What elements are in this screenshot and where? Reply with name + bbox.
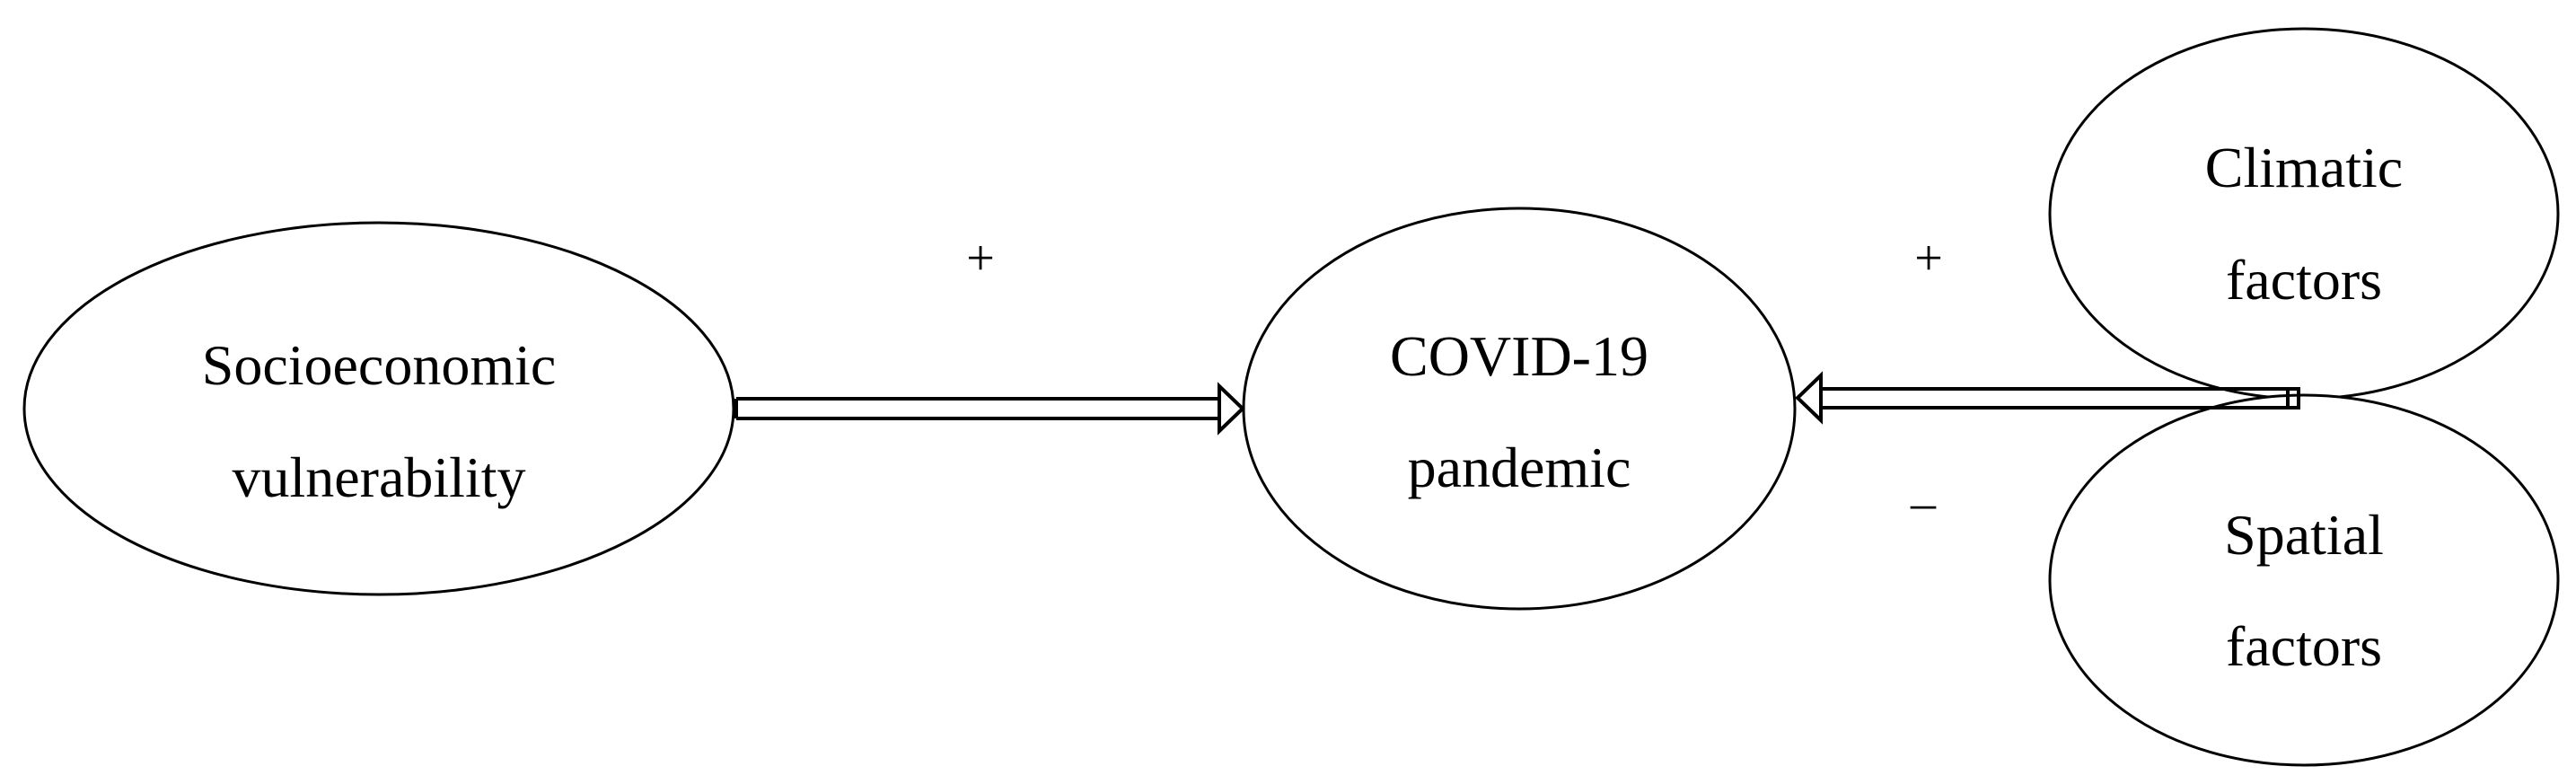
- spatial-effect-sign: –: [1910, 475, 1937, 531]
- spatial-label-line1: Spatial: [2224, 503, 2384, 567]
- socio-to-covid-arrow: [734, 382, 1245, 436]
- covid-label-line1: COVID-19: [1390, 324, 1648, 388]
- climatic-factors-node: [2048, 27, 2560, 401]
- climatic-effect-sign: +: [1914, 231, 1943, 286]
- factors-to-covid-arrow: [1795, 371, 2300, 425]
- climatic-label-line2: factors: [2226, 248, 2382, 312]
- covid-19-pandemic-node: [1242, 207, 1797, 611]
- spatial-label-line2: factors: [2226, 614, 2382, 678]
- socio-effect-sign: +: [966, 231, 995, 286]
- covid-label-line2: pandemic: [1408, 436, 1631, 499]
- socioeconomic-vulnerability-node: [22, 221, 735, 596]
- socioeconomic-label-line1: Socioeconomic: [202, 333, 557, 397]
- socioeconomic-label-line2: vulnerability: [232, 445, 525, 509]
- spatial-factors-node: [2048, 393, 2560, 767]
- climatic-label-line1: Climatic: [2205, 136, 2403, 199]
